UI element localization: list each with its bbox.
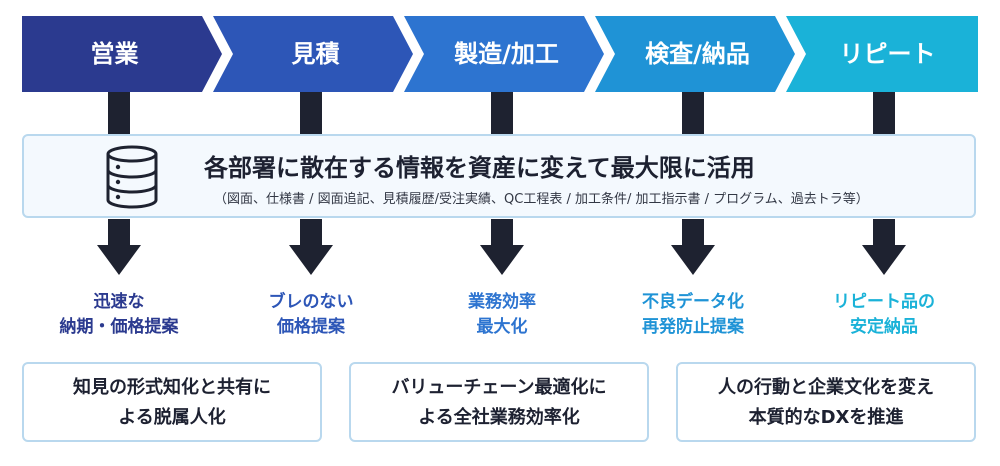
benefit-line: 迅速な	[93, 292, 145, 312]
outcome-line: 知見の形式知化と共有に	[73, 377, 271, 398]
connector-line	[682, 92, 704, 134]
chevron-shape	[595, 16, 795, 92]
benefit-repeat: リピート品の 安定納品	[789, 290, 979, 340]
down-arrow-icon	[671, 219, 715, 275]
benefit-line: 納期・価格提案	[59, 317, 179, 337]
benefit-line: 価格提案	[277, 317, 345, 337]
stage-label: リピート	[839, 40, 936, 68]
outcome-box-knowledge: 知見の形式知化と共有に よる脱属人化	[22, 362, 322, 442]
outcome-line: 本質的なDXを推進	[748, 407, 904, 428]
central-info-box: 各部署に散在する情報を資産に変えて最大限に活用 （図面、仕様書 / 図面追記、見…	[22, 134, 976, 218]
stage-chevron-manufacturing: 製造/加工	[404, 16, 604, 92]
outcome-box-dx: 人の行動と企業文化を変え 本質的なDXを推進	[676, 362, 976, 442]
stage-label: 製造/加工	[454, 40, 559, 68]
benefit-line: 不良データ化	[642, 292, 744, 312]
connector-line	[108, 92, 130, 134]
outcome-line: 人の行動と企業文化を変え	[718, 377, 934, 398]
chevron-shape	[404, 16, 604, 92]
info-title: 各部署に散在する情報を資産に変えて最大限に活用	[204, 154, 755, 182]
outcome-line: よる全社業務効率化	[418, 407, 580, 428]
outcome-line: バリューチェーン最適化に	[391, 377, 607, 398]
down-arrow-icon	[862, 219, 906, 275]
benefit-sales: 迅速な 納期・価格提案	[24, 290, 214, 340]
connector-line	[873, 92, 895, 134]
benefit-quote: ブレのない 価格提案	[216, 290, 406, 340]
down-arrow-icon	[97, 219, 141, 275]
benefit-line: 安定納品	[850, 317, 918, 337]
down-arrow-icon	[480, 219, 524, 275]
chevron-shape	[786, 16, 978, 92]
benefit-line: ブレのない	[268, 292, 354, 312]
stage-label: 営業	[90, 40, 139, 68]
info-subtitle: （図面、仕様書 / 図面追記、見積履歴/受注実績、QC工程表 / 加工条件/ 加…	[214, 192, 869, 207]
database-icon	[106, 145, 158, 209]
stage-label: 見積	[291, 40, 340, 68]
outcome-line: よる脱属人化	[118, 407, 226, 428]
chevron-shape	[22, 16, 222, 92]
benefit-line: リピート品の	[833, 292, 935, 312]
connector-line	[300, 92, 322, 134]
benefit-line: 業務効率	[468, 292, 536, 312]
stage-chevron-repeat: リピート	[786, 16, 978, 92]
benefit-line: 再発防止提案	[642, 317, 744, 337]
benefit-inspection: 不良データ化 再発防止提案	[598, 290, 788, 340]
outcome-box-value-chain: バリューチェーン最適化に よる全社業務効率化	[349, 362, 649, 442]
down-arrow-icon	[289, 219, 333, 275]
benefit-line: 最大化	[476, 317, 528, 337]
stage-chevron-inspection: 検査/納品	[595, 16, 795, 92]
benefit-manufacturing: 業務効率 最大化	[407, 290, 597, 340]
stage-chevron-sales: 営業	[22, 16, 222, 92]
stage-chevron-quote: 見積	[213, 16, 413, 92]
stage-label: 検査/納品	[645, 40, 750, 68]
connector-line	[491, 92, 513, 134]
chevron-shape	[213, 16, 413, 92]
